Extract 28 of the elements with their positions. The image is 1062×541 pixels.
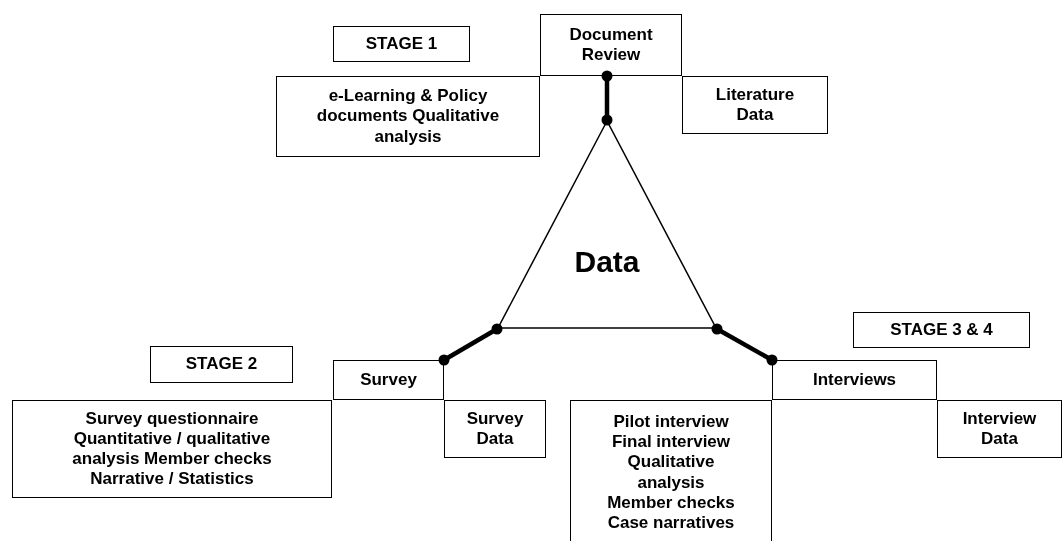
connector-line [601, 70, 613, 126]
box-label: STAGE 1 [364, 33, 439, 54]
text-box [937, 400, 1062, 458]
box-label: STAGE 3 & 4 [889, 319, 994, 340]
text-box [682, 76, 828, 134]
connector-line [711, 323, 778, 366]
box-label: Survey questionnaire Quantitative / qualitative analysis Member checks Narrative / Statistics [71, 408, 273, 490]
box-label: STAGE 2 [184, 354, 259, 375]
connector-line [438, 323, 503, 366]
box-label: Literature Data [714, 84, 796, 126]
text-box [570, 400, 772, 541]
box-label: Interview Data [961, 408, 1038, 450]
text-box [150, 346, 293, 383]
box-label: e-Learning & Policy documents Qualitative analysis [315, 86, 501, 147]
text-box [276, 76, 540, 157]
box-label: Document Review [568, 24, 654, 66]
center-label: Data [573, 243, 641, 279]
text-box [853, 312, 1030, 348]
text-box [333, 26, 470, 62]
box-label: Survey [359, 369, 418, 390]
box-label: Interviews [811, 369, 898, 390]
box-label: Pilot interview Final interview Qualitative analysis Member checks Case narratives [606, 412, 736, 533]
box-label: Survey Data [465, 408, 525, 450]
text-box [444, 400, 546, 458]
text-box [540, 14, 682, 76]
text-box [12, 400, 332, 498]
text-box [333, 360, 444, 400]
text-box [772, 360, 937, 400]
